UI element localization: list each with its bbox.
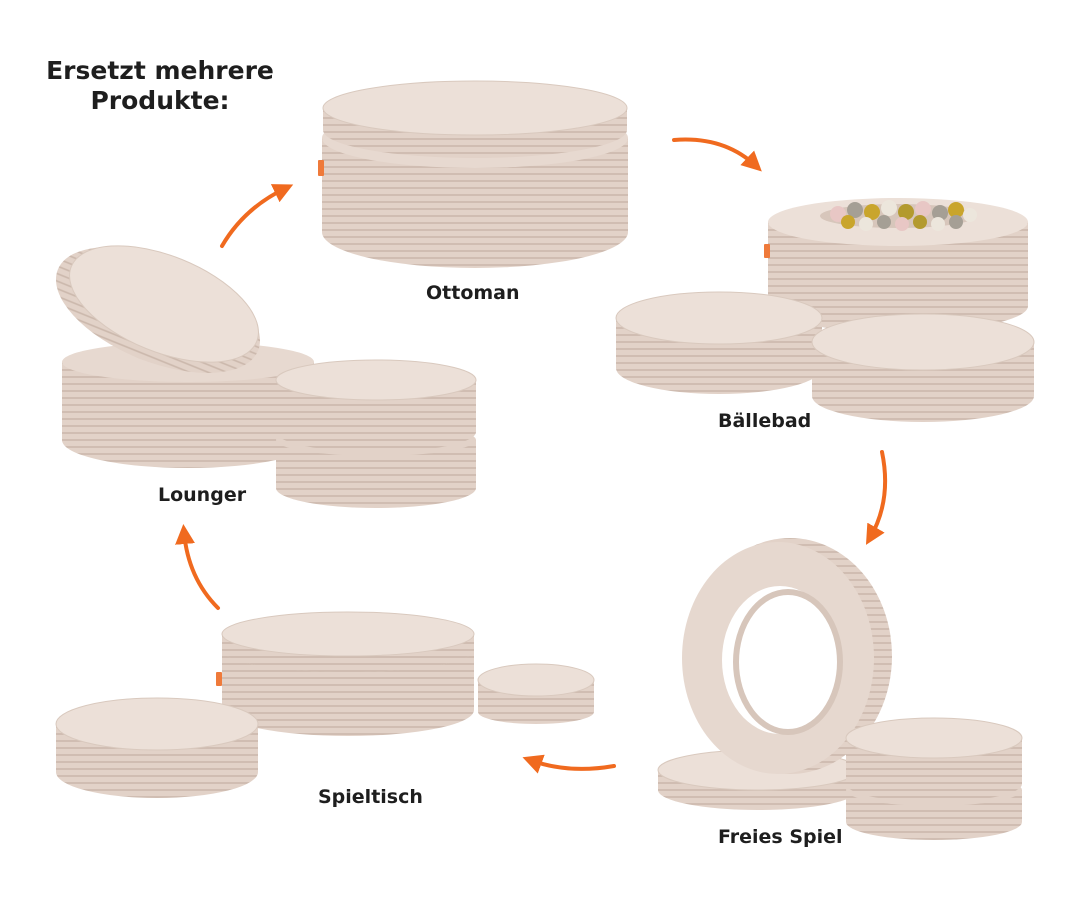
ottoman-illustration	[318, 80, 628, 268]
spieltisch-illustration	[55, 611, 595, 798]
freies-spiel-illustration	[657, 538, 1023, 840]
free-play-stacked-cushions	[845, 717, 1023, 840]
brand-tag-icon	[216, 672, 222, 686]
arrow-baellebad-to-freies-spiel-icon	[865, 450, 888, 545]
lounger-stacked-cushions	[275, 359, 477, 508]
play-table-side-cushion	[477, 663, 595, 724]
caption-spieltisch: Spieltisch	[318, 786, 423, 808]
arrow-freies-spiel-to-spieltisch-icon	[522, 754, 616, 774]
arrow-lounger-to-ottoman-icon	[220, 184, 294, 248]
brand-tag-icon	[318, 160, 324, 176]
lounger-backrest	[55, 245, 261, 373]
play-table-top	[221, 611, 475, 672]
ball-pit-balls	[830, 200, 977, 231]
free-play-ring	[682, 538, 892, 774]
caption-baellebad: Bällebad	[718, 410, 812, 432]
play-table-front-cushion	[55, 697, 259, 798]
arrow-spieltisch-to-lounger-icon	[175, 524, 220, 610]
ottoman-lid-cushion	[322, 80, 628, 158]
lounger-illustration	[55, 245, 477, 508]
ball-pit-left-cushion	[615, 291, 823, 394]
caption-ottoman: Ottoman	[426, 282, 520, 304]
caption-lounger: Lounger	[158, 484, 247, 506]
arrow-ottoman-to-baellebad-icon	[672, 137, 762, 172]
ball-pit-right-cushion	[811, 313, 1035, 422]
headline: Ersetzt mehrere Produkte:	[46, 56, 274, 115]
caption-freies-spiel: Freies Spiel	[718, 826, 843, 848]
brand-tag-icon	[764, 244, 770, 258]
baellebad-illustration	[615, 198, 1035, 422]
